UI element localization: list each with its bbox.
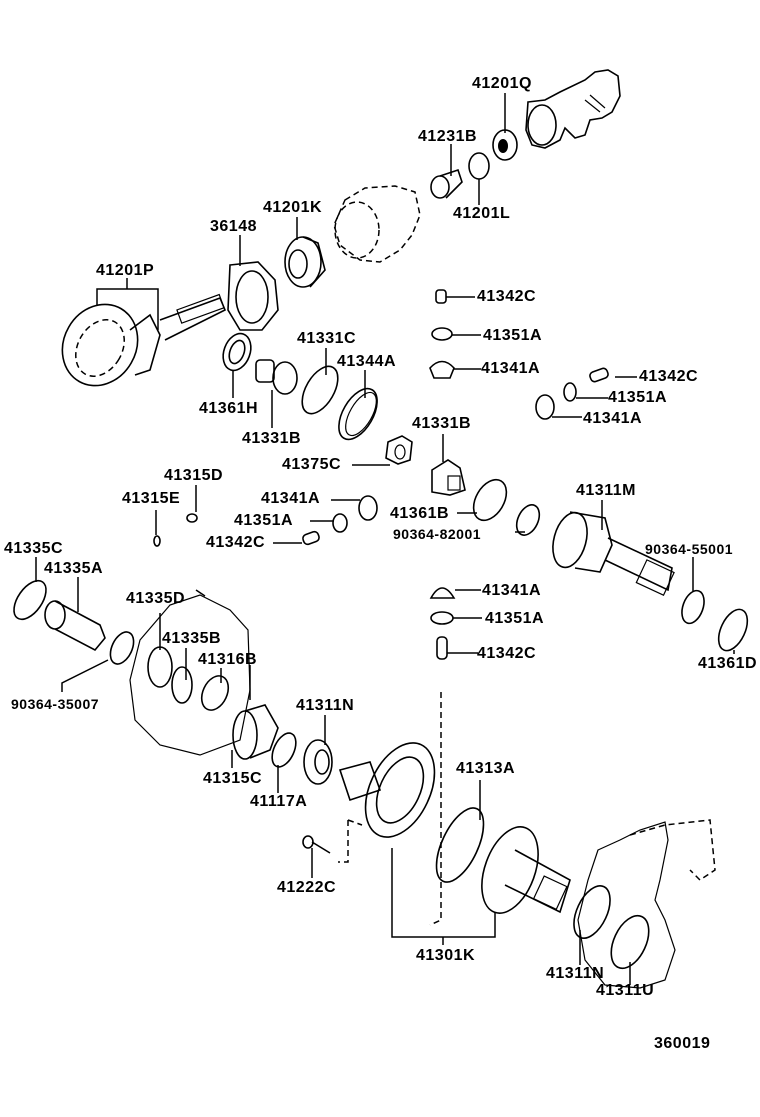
bearing-41316B-drawing (200, 675, 230, 711)
part-label: 41341A (482, 582, 542, 599)
part-label: 41335D (126, 590, 186, 607)
part-label: 41117A (250, 793, 308, 810)
part-label: 36148 (210, 218, 257, 235)
part-label: 41351A (483, 327, 543, 344)
case-cover-drawing (333, 185, 421, 263)
washer-90364-35007-drawing (109, 631, 135, 665)
bearing-41311N-upper-drawing (303, 739, 333, 785)
leader-lines (35, 93, 735, 985)
part-label: 90364-55001 (645, 541, 734, 557)
part-label: 41201K (263, 199, 323, 216)
washer-41361D-drawing (717, 608, 749, 652)
part-label: 41313A (456, 760, 516, 777)
washer-90364-82001-drawing (515, 504, 541, 536)
part-label: 41361B (390, 505, 450, 522)
part-label: 41315E (122, 490, 181, 507)
bolt-41315D-drawing (186, 513, 198, 523)
oring-41313A-drawing (435, 807, 485, 883)
part-label: 41201Q (472, 75, 532, 92)
dashed-guide-vertical (429, 692, 442, 926)
part-label: 41335C (4, 540, 64, 557)
part-label: 41311N (296, 697, 355, 714)
part-label: 41331B (412, 415, 472, 432)
snap-ring-41331C-drawing (301, 365, 339, 415)
part-label: 41342C (477, 288, 537, 305)
part-label: 41341A (583, 410, 643, 427)
part-label: 41342C (477, 645, 537, 662)
part-label: 41311U (596, 982, 655, 999)
pinion-stack-top-drawing (429, 289, 455, 379)
part-label: 41231B (418, 128, 478, 145)
differential-case-41301K-drawing (338, 742, 436, 838)
pinion-stack-low-drawing (429, 587, 456, 660)
extension-housing-drawing (525, 69, 621, 149)
case-41335D-drawing (129, 594, 251, 756)
washer-41361B-drawing (472, 478, 508, 522)
washer-90364-55001-drawing (681, 589, 705, 625)
part-label: 41344A (337, 353, 397, 370)
part-label: 41342C (206, 534, 266, 551)
ring-41315E-drawing (153, 535, 161, 547)
sleeve-41335A-drawing (44, 600, 106, 652)
part-label: 41201P (96, 262, 155, 279)
part-label: 41222C (277, 879, 337, 896)
rear-case-drawing (573, 819, 716, 989)
dashed-guide-bolt (338, 819, 363, 863)
washer-41361H-drawing (222, 332, 252, 372)
part-label: 41351A (608, 389, 668, 406)
part-label: 41341A (481, 360, 541, 377)
part-label: 41351A (234, 512, 294, 529)
block-41375C-drawing (385, 435, 413, 465)
part-label: 41361H (199, 400, 259, 417)
washer-41117A-drawing (271, 732, 297, 768)
part-label: 90364-82001 (393, 526, 482, 542)
part-label: 41342C (639, 368, 699, 385)
ring-41344A-drawing (338, 387, 378, 441)
bearing-41201Q-drawing (492, 129, 518, 161)
ring-gear-pinion-drawing (61, 293, 227, 387)
part-label: 41315D (164, 467, 224, 484)
figure-number: 360019 (654, 1035, 711, 1052)
part-label: 41331C (297, 330, 357, 347)
seal-41335C-drawing (13, 579, 47, 621)
part-label: 41311M (576, 482, 636, 499)
flange-shaft-drawing (481, 826, 571, 914)
sleeve-41315C-drawing (232, 704, 279, 760)
part-label: 41341A (261, 490, 321, 507)
output-shaft-41311M-drawing (552, 511, 675, 597)
part-label: 41311N (546, 965, 605, 982)
part-label: 41201L (453, 205, 511, 222)
bearing-41201L-drawing (468, 152, 490, 180)
part-label: 41335A (44, 560, 104, 577)
gasket-36148-drawing (227, 261, 279, 331)
part-label: 41351A (485, 610, 545, 627)
bearing-41201K-drawing (284, 236, 326, 288)
part-label: 41316B (198, 651, 258, 668)
spacer-41231B-drawing (430, 168, 463, 199)
part-label: 41315C (203, 770, 263, 787)
part-label: 41375C (282, 456, 342, 473)
gear-41331B-left-drawing (255, 359, 298, 395)
part-label: 41361D (698, 655, 758, 672)
part-label: 41301K (416, 947, 476, 964)
pinion-stack-right-drawing (535, 367, 609, 420)
part-label: 41335B (162, 630, 222, 647)
pinion-stack-mid-drawing (302, 495, 378, 546)
bolt-41222C-drawing (302, 835, 331, 854)
part-label: 41331B (242, 430, 302, 447)
part-label: 90364-35007 (11, 696, 100, 712)
gear-41331B-mid-drawing (431, 459, 466, 496)
